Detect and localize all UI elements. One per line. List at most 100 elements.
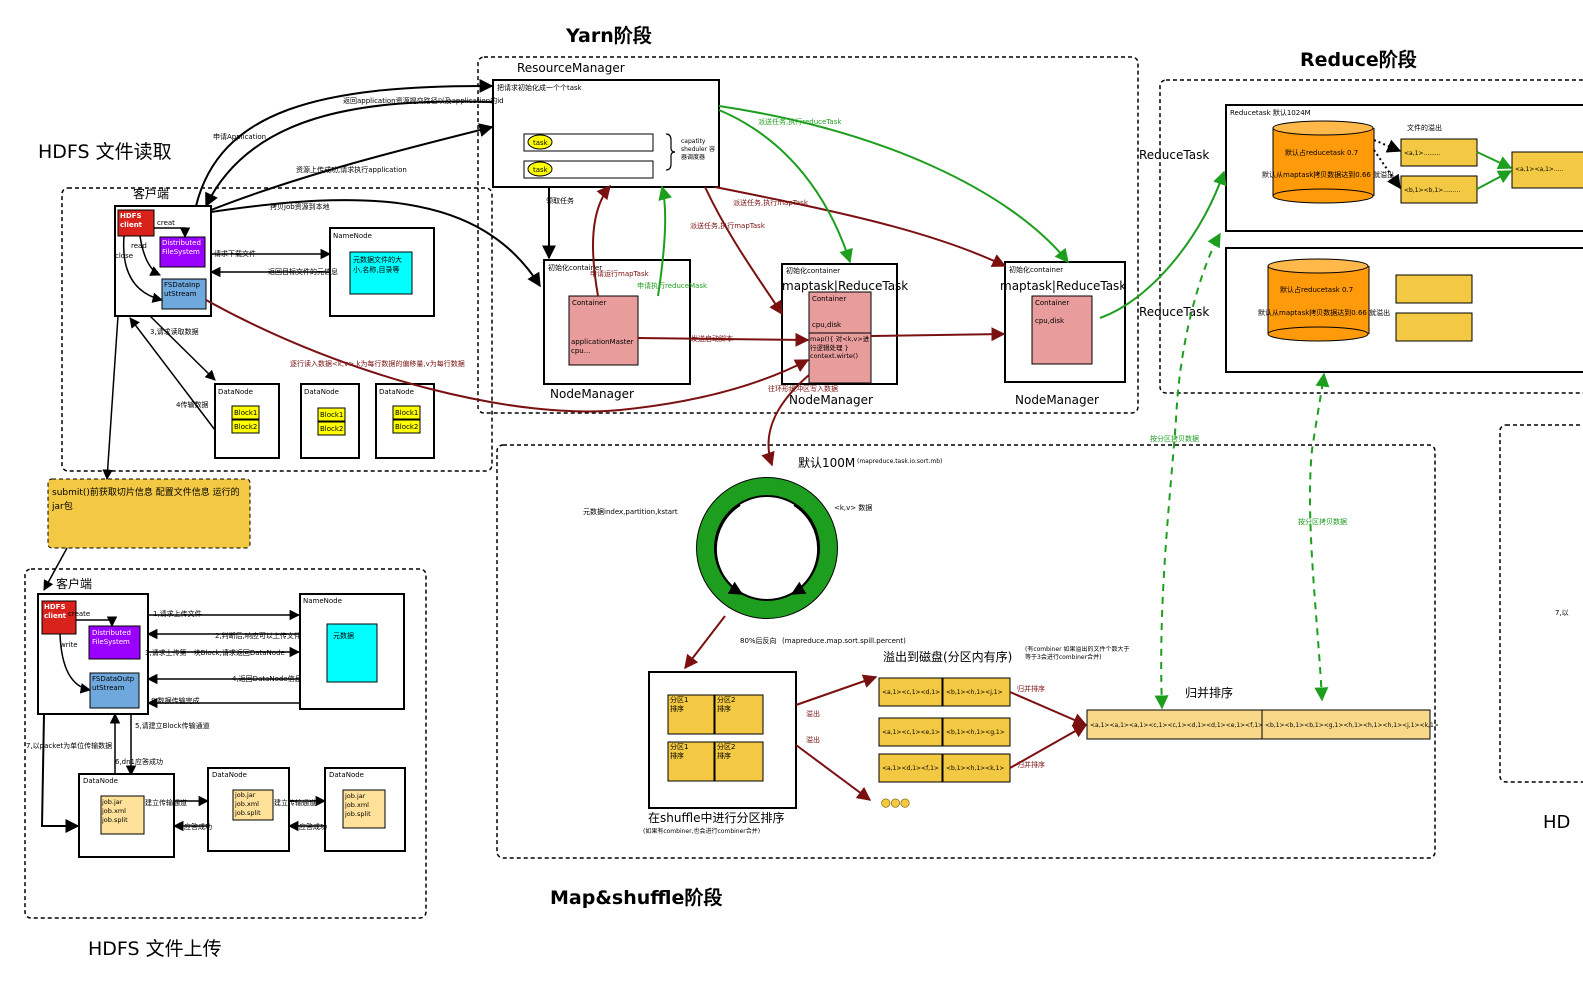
read-creat-label: creat	[157, 219, 175, 227]
upload-s6: 6,dn1应答成功	[115, 757, 163, 766]
merged-a-box	[1086, 709, 1263, 740]
reduce2-out2-box	[1395, 312, 1473, 342]
upload-datanode-1: DataNode job.jar job.xml job.split	[78, 773, 175, 858]
upload-s2: 2,判断后,响应可以上传文件	[215, 631, 301, 640]
upload-s5: 5,请建立Block传输通道	[135, 721, 210, 730]
upload-dn1-files: job.jar job.xml job.split	[102, 798, 128, 824]
send-maptask-1-label: 派送任务,执行mapTask	[690, 221, 766, 230]
rm-label: ResourceManager	[517, 61, 625, 75]
upload-nn-meta	[326, 623, 378, 683]
rm-task-1-label: task	[533, 139, 549, 147]
upload-dn3-files: job.jar job.xml job.split	[345, 792, 371, 818]
nm3-init: 初始化container	[1009, 265, 1063, 274]
spill-r3a: <a,1><d,1><f,1>	[882, 765, 939, 772]
req-reducetask-label: 申请执行reduceMask	[637, 281, 708, 290]
rm-task-2	[527, 161, 553, 177]
submit-note-text: submit()前获取切片信息 配置文件信息 运行的jar包	[52, 488, 240, 512]
combiner-note: (有combiner 如果溢出的文件个数大于等于3会进行combiner合并)	[1025, 646, 1130, 661]
spill-percent: 80%后反向	[740, 636, 777, 645]
upload-s1: 1,请求上传文件	[153, 609, 202, 618]
nm1-label: NodeManager	[550, 387, 634, 401]
upload-ack-1: 应答成功	[184, 822, 212, 831]
read-client-label: 客户端	[133, 186, 169, 201]
arrow-send-maptask-1	[704, 186, 783, 316]
upload-namenode-title: NameNode	[303, 597, 342, 605]
title-yarn: Yarn阶段	[565, 24, 653, 47]
p-cell-2: 分区2 排序	[717, 696, 736, 713]
read-fsin-label: FSDataInputStream	[164, 281, 201, 298]
arrow-send-reducetask-1	[718, 109, 853, 264]
read-arrow-close	[122, 235, 164, 303]
ring-arrow-right	[790, 504, 820, 595]
launch-script-label: 发送启动脚本	[691, 334, 733, 343]
merged-a: <a,1><a,1><a,1><c,1><c,1><d,1><d,1><e,1>…	[1090, 722, 1263, 729]
reduce2-out1-box	[1395, 274, 1473, 304]
nm3-label: NodeManager	[1015, 393, 1099, 407]
read-datanode-2: DataNode Block1 Block2	[300, 383, 360, 459]
spill-param: (mapreduce.map.sort.spill.percent)	[782, 637, 906, 645]
read-dn1-block1: Block1	[234, 409, 257, 417]
read-arrow-req-read	[149, 315, 216, 381]
upload-arrow-s7	[40, 713, 80, 833]
arrow-spill-2	[795, 744, 872, 801]
upload-dn2-title: DataNode	[212, 771, 247, 779]
upload-ack-2: 应答成功	[299, 822, 327, 831]
merge-sort-label-1: 归并排序	[1017, 684, 1045, 693]
spill-r1a: <a,1><c,1><d,1>	[882, 689, 940, 696]
arrow-launch-script-2	[870, 327, 1006, 342]
spill-disk-label: 溢出到磁盘(分区内有序)	[883, 649, 1012, 664]
p-cell-1: 分区1 排序	[670, 696, 689, 713]
reduce-out1-box	[1400, 138, 1478, 167]
upload-datanode-3: DataNode job.jar job.xml job.split	[324, 767, 406, 852]
read-hdfs-client-label: HDFS client	[120, 212, 143, 229]
upload-dn3-title: DataNode	[329, 771, 364, 779]
read-datanode-1-title: DataNode	[218, 388, 253, 396]
reducetask-label-1: ReduceTask	[1139, 148, 1209, 162]
arrow-client-to-submit	[102, 315, 119, 481]
reduce-out1: <a,1>.........	[1404, 150, 1441, 157]
upload-arrow-write	[59, 633, 92, 694]
spill-more-dots: ●●●	[881, 796, 910, 809]
ret-path-label: 返回application资源提交路径以及application的id	[343, 96, 504, 105]
read-read-label: read	[131, 242, 147, 250]
write-buffer-label: 往环形缓冲区写入数据	[768, 384, 838, 393]
send-maptask-2-label: 派送任务,执行mapTask	[733, 198, 809, 207]
copy-partition-label-2: 按分区拷贝数据	[1298, 517, 1347, 526]
arrow-write-buffer	[761, 374, 810, 467]
nm2-cpu: cpu,disk	[812, 321, 842, 329]
arrow-spill-1	[795, 674, 878, 706]
read-transfer-label: 4传输数据	[176, 400, 208, 409]
reduce-out2-box	[1400, 175, 1478, 204]
read-namenode-title: NameNode	[333, 232, 372, 240]
partition-box	[648, 671, 797, 809]
read-arrow-read	[139, 235, 161, 276]
nm3-container	[1031, 295, 1093, 365]
merge-title: 归并排序	[1185, 685, 1233, 700]
rm-brace	[665, 133, 676, 171]
upload-write-label: write	[60, 641, 78, 649]
reduce2-copy-note: 默认从maptask拷贝数据达到0.66 就溢出	[1258, 308, 1390, 317]
read-arrow-transfer	[129, 317, 216, 431]
nm2-label: NodeManager	[789, 393, 873, 407]
read-arrow-creat	[154, 227, 191, 239]
title-hdfs-upload: HDFS 文件上传	[88, 938, 222, 960]
hdfs-upload-region	[24, 568, 427, 919]
spill-r1b: <b,1><h,1><j,1>	[946, 689, 1003, 696]
submit-note	[47, 478, 251, 549]
read-dfs-label: Distributed FileSystem	[162, 239, 201, 256]
read-dn2-block2: Block2	[320, 425, 343, 433]
upload-done-label: 资源上传成功,请求执行application	[296, 165, 407, 174]
upload-fsout-label: FSDataOutputStream	[92, 675, 135, 692]
reduce-spill-file: 文件的溢出	[1407, 123, 1442, 132]
reduce-cylinder-1	[1272, 120, 1375, 204]
read-dn1-block2: Block2	[234, 423, 257, 431]
read-nn-meta-label: 元数据文件的大小,名称,目录等	[353, 256, 402, 274]
fetch-task-label: 领取任务	[546, 196, 574, 205]
arrow-reduce-merge-2	[1476, 170, 1513, 190]
upload-dfs-label: Distributed FileSystem	[92, 629, 131, 646]
nm2-title: maptask|ReduceTask	[782, 279, 908, 293]
reduce-out2: <b,1><b,1>.........	[1404, 187, 1460, 194]
reduce-region	[1159, 79, 1583, 394]
reduce-merged: <a,1><a,1>.....	[1515, 166, 1564, 173]
